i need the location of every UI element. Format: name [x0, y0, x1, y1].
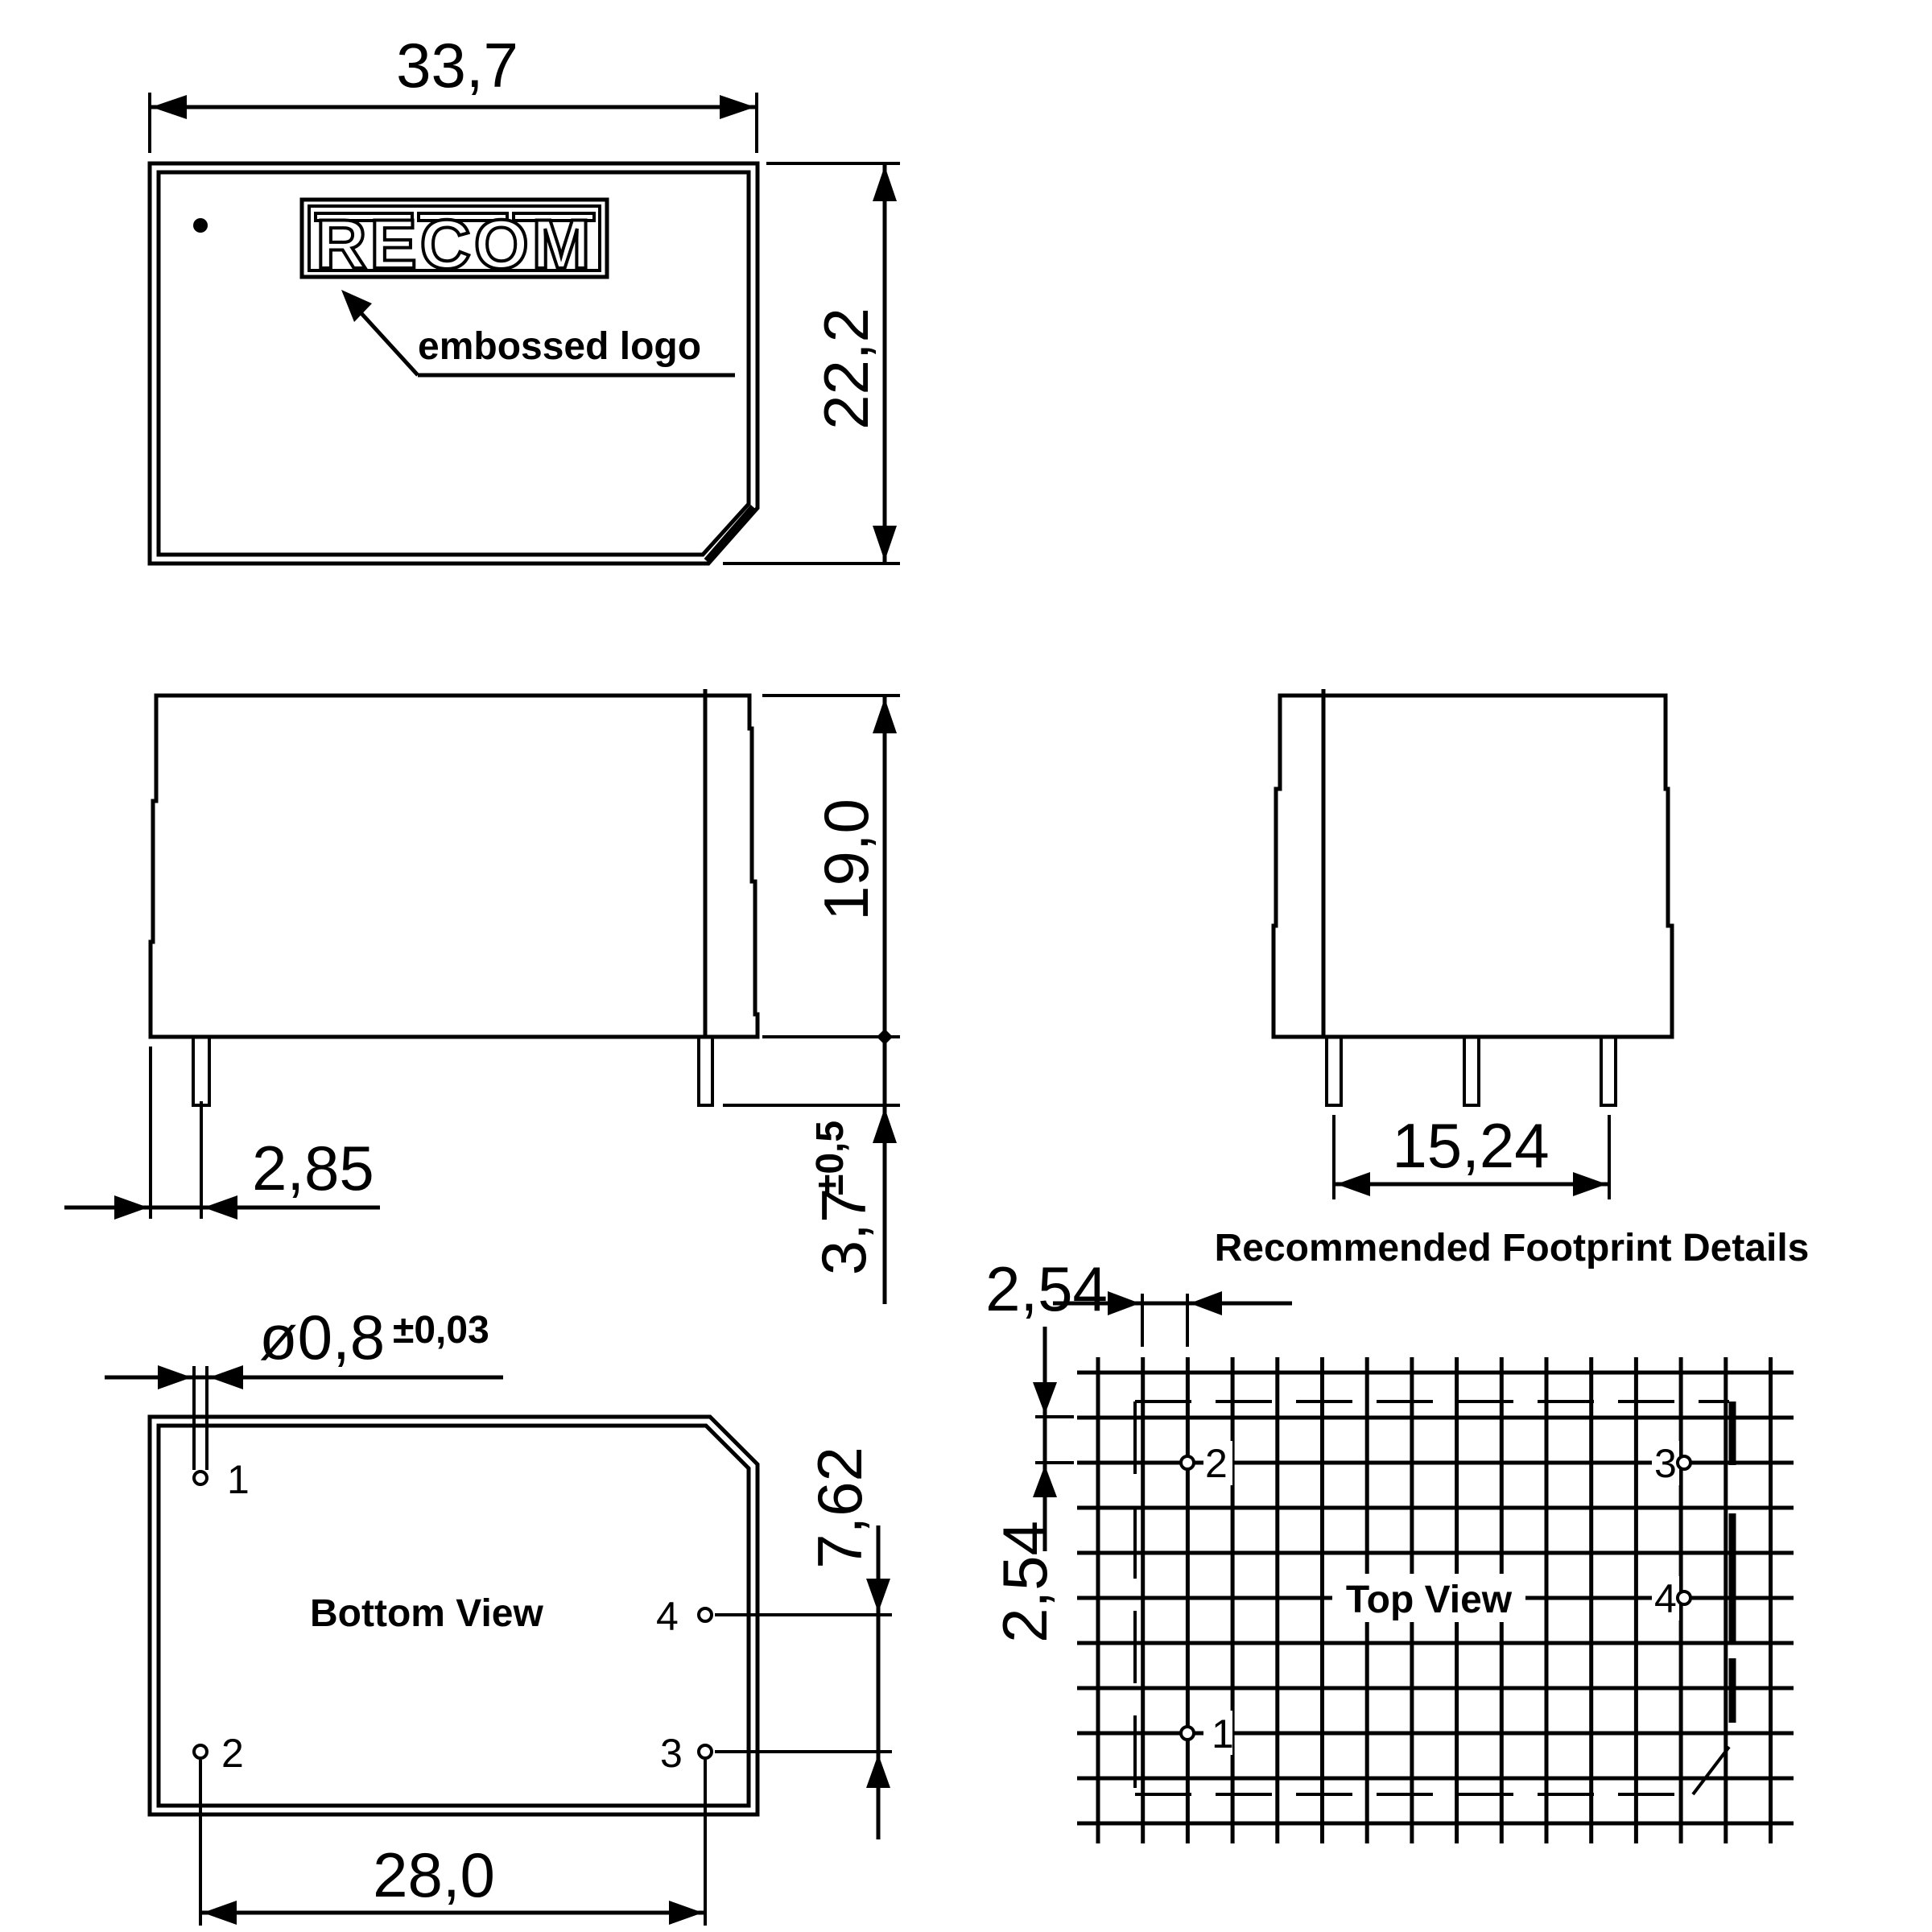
footprint-pad-3-label: 3 — [1654, 1441, 1677, 1486]
top-view-outline-inner — [156, 170, 751, 557]
footprint-pad-2 — [1179, 1455, 1195, 1471]
bottom-view-outline-outer — [147, 1414, 760, 1817]
footprint-pad-3 — [1676, 1455, 1692, 1471]
top-view: 33,7 RECOM embossed logo — [147, 30, 900, 566]
footprint-pad-4-label: 4 — [1654, 1576, 1677, 1621]
bottom-pin-4-label: 4 — [656, 1594, 679, 1639]
end-view-body — [1271, 693, 1674, 1039]
footprint: Recommended Footprint Details Top View 2… — [985, 1227, 1809, 1843]
footprint-pad-4 — [1676, 1590, 1692, 1606]
dim-width-label: 22,2 — [811, 308, 881, 430]
dim-pin-diameter-label: ø0,8 — [259, 1302, 385, 1373]
dim-pin-offset: 2,85 — [64, 1046, 380, 1220]
dim-pin-offset-label: 2,85 — [252, 1133, 374, 1203]
side-pin-left — [192, 1035, 211, 1107]
bottom-pin-1 — [192, 1470, 208, 1486]
dim-pin-pitch-col: 7,62 — [715, 1447, 892, 1839]
dim-width: 22,2 — [723, 162, 900, 565]
dim-end-pin-span: 15,24 — [1332, 1110, 1611, 1199]
dim-length-label: 33,7 — [396, 30, 518, 101]
bottom-view: Bottom View 1 2 4 3 ø0,8 ±0,03 7,62 — [105, 1302, 892, 1926]
bottom-pin-4 — [697, 1607, 713, 1623]
logo-text: RECOM — [316, 206, 594, 283]
dim-grid-pitch-y-label: 2,54 — [989, 1521, 1060, 1643]
footprint-pad-2-label: 2 — [1205, 1441, 1228, 1486]
footprint-grid — [1077, 1357, 1794, 1843]
end-view: 15,24 — [1271, 689, 1674, 1199]
dim-pin-diameter: ø0,8 ±0,03 — [105, 1302, 503, 1470]
bottom-pin-3-label: 3 — [660, 1731, 683, 1776]
dim-height: 19,0 — [762, 694, 900, 1045]
bottom-view-label: Bottom View — [310, 1592, 543, 1635]
dim-grid-pitch-x: 2,54 — [985, 1253, 1292, 1347]
side-view-body — [148, 693, 760, 1039]
dim-pin-length-label: 3,7 — [808, 1188, 879, 1275]
dim-pin-pitch-col-label: 7,62 — [804, 1447, 875, 1569]
embossed-logo-leader: embossed logo — [341, 290, 735, 378]
recom-logo: RECOM — [299, 197, 609, 285]
embossed-logo-label: embossed logo — [418, 325, 701, 368]
footprint-title: Recommended Footprint Details — [1215, 1227, 1810, 1269]
footprint-pad-1-label: 1 — [1212, 1711, 1234, 1757]
dim-pin-pitch-row-label: 28,0 — [373, 1839, 495, 1910]
dim-grid-pitch-x-label: 2,54 — [985, 1253, 1108, 1324]
side-view: 19,0 3,7 ±0,5 2,85 — [64, 689, 900, 1304]
end-pin-1 — [1325, 1035, 1343, 1107]
dim-grid-pitch-y: 2,54 — [989, 1327, 1074, 1643]
bottom-view-outline-inner — [156, 1423, 751, 1808]
side-pin-right — [697, 1035, 714, 1107]
dim-length: 33,7 — [148, 30, 758, 153]
footprint-package-outline — [1133, 1400, 1736, 1796]
bottom-pin-1-label: 1 — [227, 1457, 250, 1502]
footprint-pad-1 — [1179, 1725, 1195, 1741]
dim-pin-length-tolerance: ±0,5 — [809, 1121, 852, 1195]
dim-end-pin-span-label: 15,24 — [1392, 1110, 1549, 1181]
top-view-label: Top View — [1346, 1579, 1513, 1621]
pin1-marker-dot — [193, 218, 208, 233]
bottom-pin-3 — [697, 1744, 713, 1760]
bottom-pin-2-label: 2 — [221, 1731, 244, 1776]
dim-height-label: 19,0 — [811, 799, 881, 921]
dim-pin-diameter-tolerance: ±0,03 — [393, 1309, 489, 1352]
end-pin-3 — [1600, 1035, 1617, 1107]
dim-pin-length: 3,7 ±0,5 — [723, 1037, 900, 1304]
bottom-pin-2 — [192, 1744, 208, 1760]
end-pin-2 — [1463, 1035, 1480, 1107]
dim-pin-pitch-row: 28,0 — [199, 1760, 707, 1926]
